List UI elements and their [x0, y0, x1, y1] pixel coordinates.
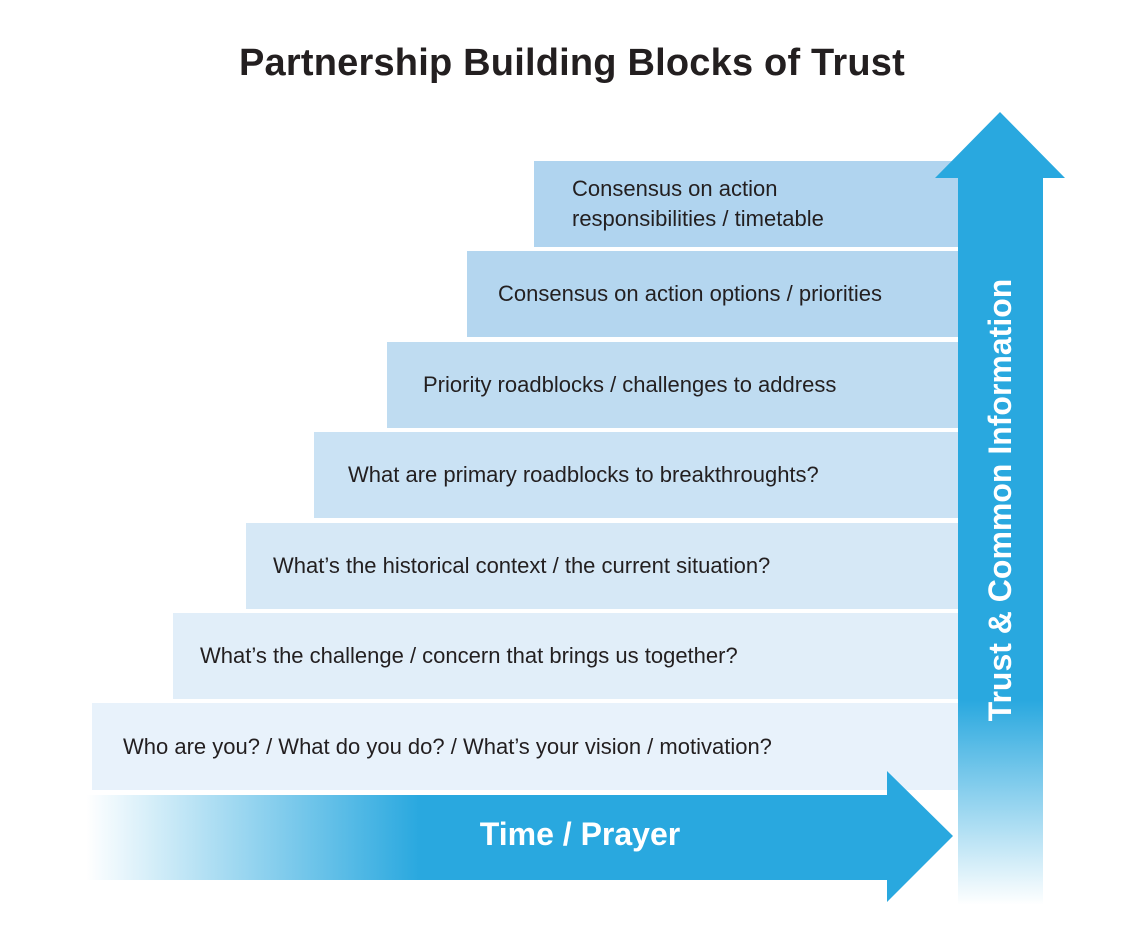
trust-common-information-label: Trust & Common Information [982, 278, 1018, 722]
step-2-block: What’s the challenge / concern that brin… [173, 613, 958, 699]
step-1-block: Who are you? / What do you do? / What’s … [92, 703, 958, 790]
step-3-block: What’s the historical context / the curr… [246, 523, 958, 609]
diagram-title: Partnership Building Blocks of Trust [239, 42, 905, 84]
step-7-label: Consensus on action responsibilities / t… [572, 176, 824, 231]
vertical-arrow [935, 112, 1065, 905]
step-1-label: Who are you? / What do you do? / What’s … [123, 733, 772, 759]
step-7-block: Consensus on action responsibilities / t… [534, 161, 958, 247]
step-2-label: What’s the challenge / concern that brin… [200, 643, 738, 668]
time-prayer-label: Time / Prayer [479, 816, 681, 852]
step-4-block: What are primary roadblocks to breakthro… [314, 432, 958, 518]
step-5-label: Priority roadblocks / challenges to addr… [423, 372, 837, 397]
step-3-label: What’s the historical context / the curr… [273, 553, 771, 578]
horizontal-arrow [86, 771, 953, 902]
step-4-label: What are primary roadblocks to breakthro… [348, 462, 819, 487]
step-6-block: Consensus on action options / priorities [467, 251, 958, 337]
step-5-block: Priority roadblocks / challenges to addr… [387, 342, 958, 428]
step-6-label: Consensus on action options / priorities [498, 281, 882, 306]
